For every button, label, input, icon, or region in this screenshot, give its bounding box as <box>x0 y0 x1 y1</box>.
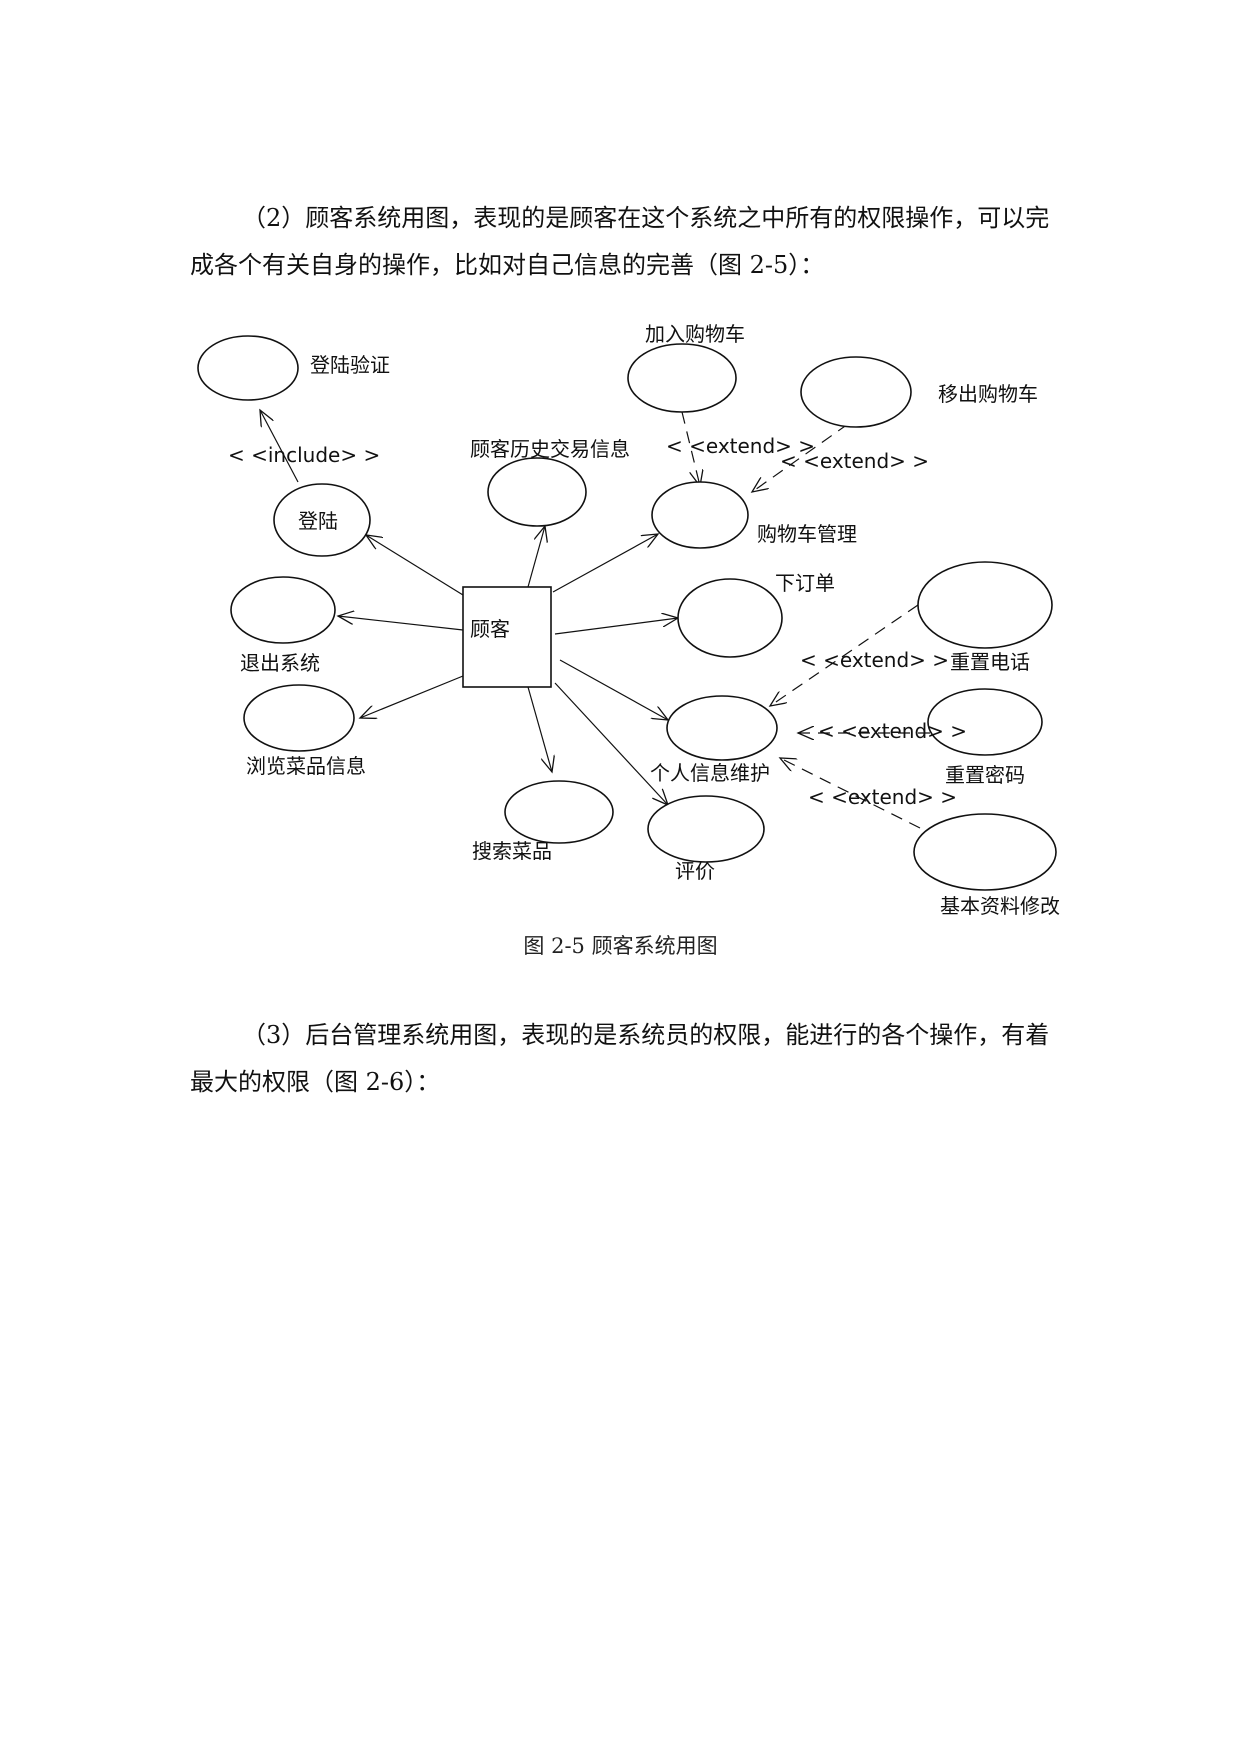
label-history: 顾客历史交易信息 <box>470 437 630 461</box>
stereotype-extend-basic: < <extend> > <box>808 785 957 809</box>
usecase-basic-info <box>913 813 1057 891</box>
usecase-search-dishes <box>504 780 614 844</box>
usecase-add-cart <box>627 343 737 413</box>
stereotype-extend-phone: < <extend> > <box>800 648 949 672</box>
assoc-review <box>554 682 668 805</box>
stereotype-extend-password: < <extend> > <box>818 719 967 743</box>
usecase-history <box>487 457 587 527</box>
usecase-personal-info <box>666 695 778 761</box>
label-cart-manage: 购物车管理 <box>757 522 857 546</box>
usecase-exit-system <box>230 576 336 644</box>
stereotype-extend-remove: < <extend> > <box>780 449 929 473</box>
actor-box <box>462 586 552 688</box>
extend-basic-info <box>780 758 921 829</box>
extend-add-cart <box>681 411 700 486</box>
label-place-order: 下订单 <box>775 571 835 595</box>
assoc-cart <box>552 534 658 593</box>
assoc-login <box>366 535 464 596</box>
assoc-exit <box>338 616 464 631</box>
assoc-personal <box>559 659 668 720</box>
extend-reset-phone <box>770 604 919 706</box>
label-search-dishes: 搜索菜品 <box>472 839 552 863</box>
usecase-cart-manage <box>651 481 749 549</box>
usecase-reset-password <box>927 688 1043 756</box>
usecase-review <box>647 795 765 863</box>
label-browse-dishes: 浏览菜品信息 <box>246 754 366 778</box>
usecase-login <box>273 483 371 557</box>
label-login: 登陆 <box>298 509 338 533</box>
customer-usecase-diagram: 顾客 登陆验证 登陆 <box>197 322 1060 918</box>
assoc-history <box>527 526 545 588</box>
usecase-login-verify <box>197 335 299 401</box>
label-reset-password: 重置密码 <box>945 763 1025 787</box>
stereotype-extend-add: < <extend> > <box>666 434 815 458</box>
label-login-verify: 登陆验证 <box>310 353 390 377</box>
label-remove-cart: 移出购物车 <box>938 382 1038 406</box>
usecase-browse-dishes <box>243 684 355 752</box>
include-link <box>260 410 299 483</box>
paragraph-customer-usecase: （2）顾客系统用图，表现的是顾客在这个系统之中所有的权限操作，可以完成各个有关自… <box>190 204 1050 279</box>
paragraph-admin-usecase: （3）后台管理系统用图，表现的是系统员的权限，能进行的各个操作，有着最大的权限（… <box>190 1021 1050 1096</box>
assoc-browse <box>360 675 464 718</box>
usecase-reset-phone <box>917 561 1053 649</box>
label-exit-system: 退出系统 <box>240 651 320 675</box>
label-personal-info: 个人信息维护 <box>650 761 770 785</box>
actor-label: 顾客 <box>470 617 510 641</box>
usecase-remove-cart <box>800 356 912 428</box>
label-review: 评价 <box>675 859 715 883</box>
figure-caption: 图 2-5 顾客系统用图 <box>523 934 718 958</box>
assoc-search <box>527 686 552 772</box>
stereotype-include: < <include> > <box>228 443 380 467</box>
label-reset-phone: 重置电话 <box>950 650 1030 674</box>
assoc-order <box>554 618 678 635</box>
label-basic-info: 基本资料修改 <box>940 894 1060 918</box>
label-add-cart: 加入购物车 <box>645 322 745 346</box>
usecase-place-order <box>677 578 783 658</box>
